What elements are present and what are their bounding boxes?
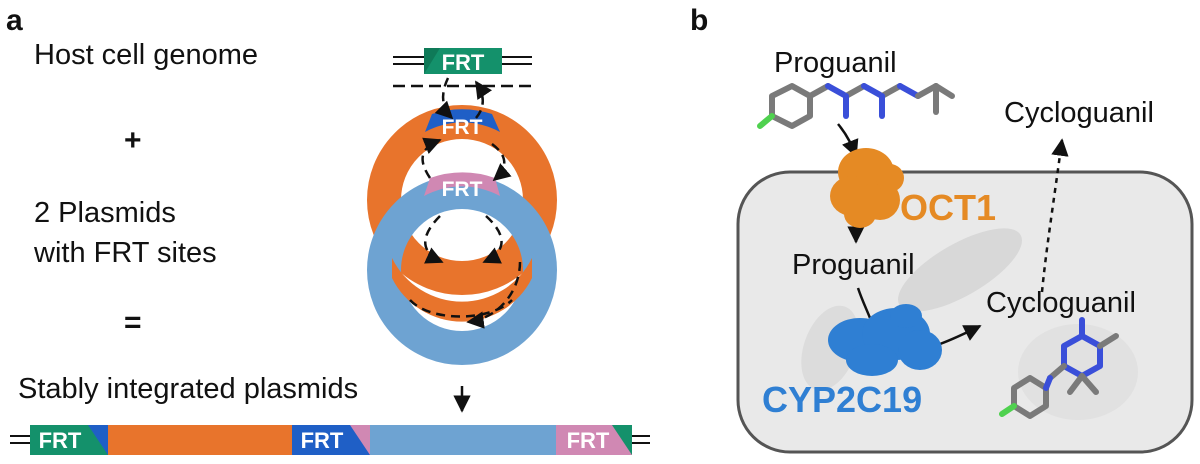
construct-frt-label-2: FRT xyxy=(301,428,344,453)
blue-plasmid: FRT xyxy=(367,172,557,365)
integrated-construct: FRT FRT FRT xyxy=(10,425,650,455)
construct-frt-label-1: FRT xyxy=(39,428,82,453)
plasmids-label-line1: 2 Plasmids xyxy=(34,197,176,229)
cyp2c19-enzyme xyxy=(828,304,942,376)
blue-plasmid-frt-site xyxy=(424,172,500,196)
genome-frt-label: FRT xyxy=(442,50,485,75)
proguanil-inside-label: Proguanil xyxy=(792,249,915,281)
orange-plasmid-frt-label: FRT xyxy=(442,116,483,139)
panel-b: b Proguanil Cycloguanil xyxy=(690,4,1194,454)
cycloguanil-outside-label: Cycloguanil xyxy=(1004,97,1154,129)
construct-frt-label-3: FRT xyxy=(567,428,610,453)
oct1-label: OCT1 xyxy=(900,187,996,228)
construct-orange-plasmid xyxy=(108,425,292,455)
construct-blue-plasmid xyxy=(370,425,556,455)
equals-sign: = xyxy=(124,306,142,339)
host-genome-label: Host cell genome xyxy=(34,39,258,71)
panel-b-label: b xyxy=(690,4,708,37)
stably-integrated-label: Stably integrated plasmids xyxy=(18,373,358,405)
blue-plasmid-frt-label: FRT xyxy=(442,178,483,201)
proguanil-outside-label: Proguanil xyxy=(774,47,897,79)
panel-a-label: a xyxy=(6,4,23,37)
orange-plasmid-overlap xyxy=(392,258,532,322)
cycloguanil-inside-label: Cycloguanil xyxy=(986,287,1136,319)
plasmids-label-line2: with FRT sites xyxy=(33,237,217,269)
host-genome-dna: FRT xyxy=(393,48,532,88)
cyp2c19-label: CYP2C19 xyxy=(762,379,922,420)
plus-sign: + xyxy=(124,124,142,157)
recombination-arrows xyxy=(409,77,522,329)
proguanil-molecule xyxy=(757,83,955,129)
oct1-transporter xyxy=(830,148,904,228)
cycloguanil-molecule xyxy=(999,317,1119,419)
panel-a: a Host cell genome + 2 Plasmids with FRT… xyxy=(6,4,650,455)
